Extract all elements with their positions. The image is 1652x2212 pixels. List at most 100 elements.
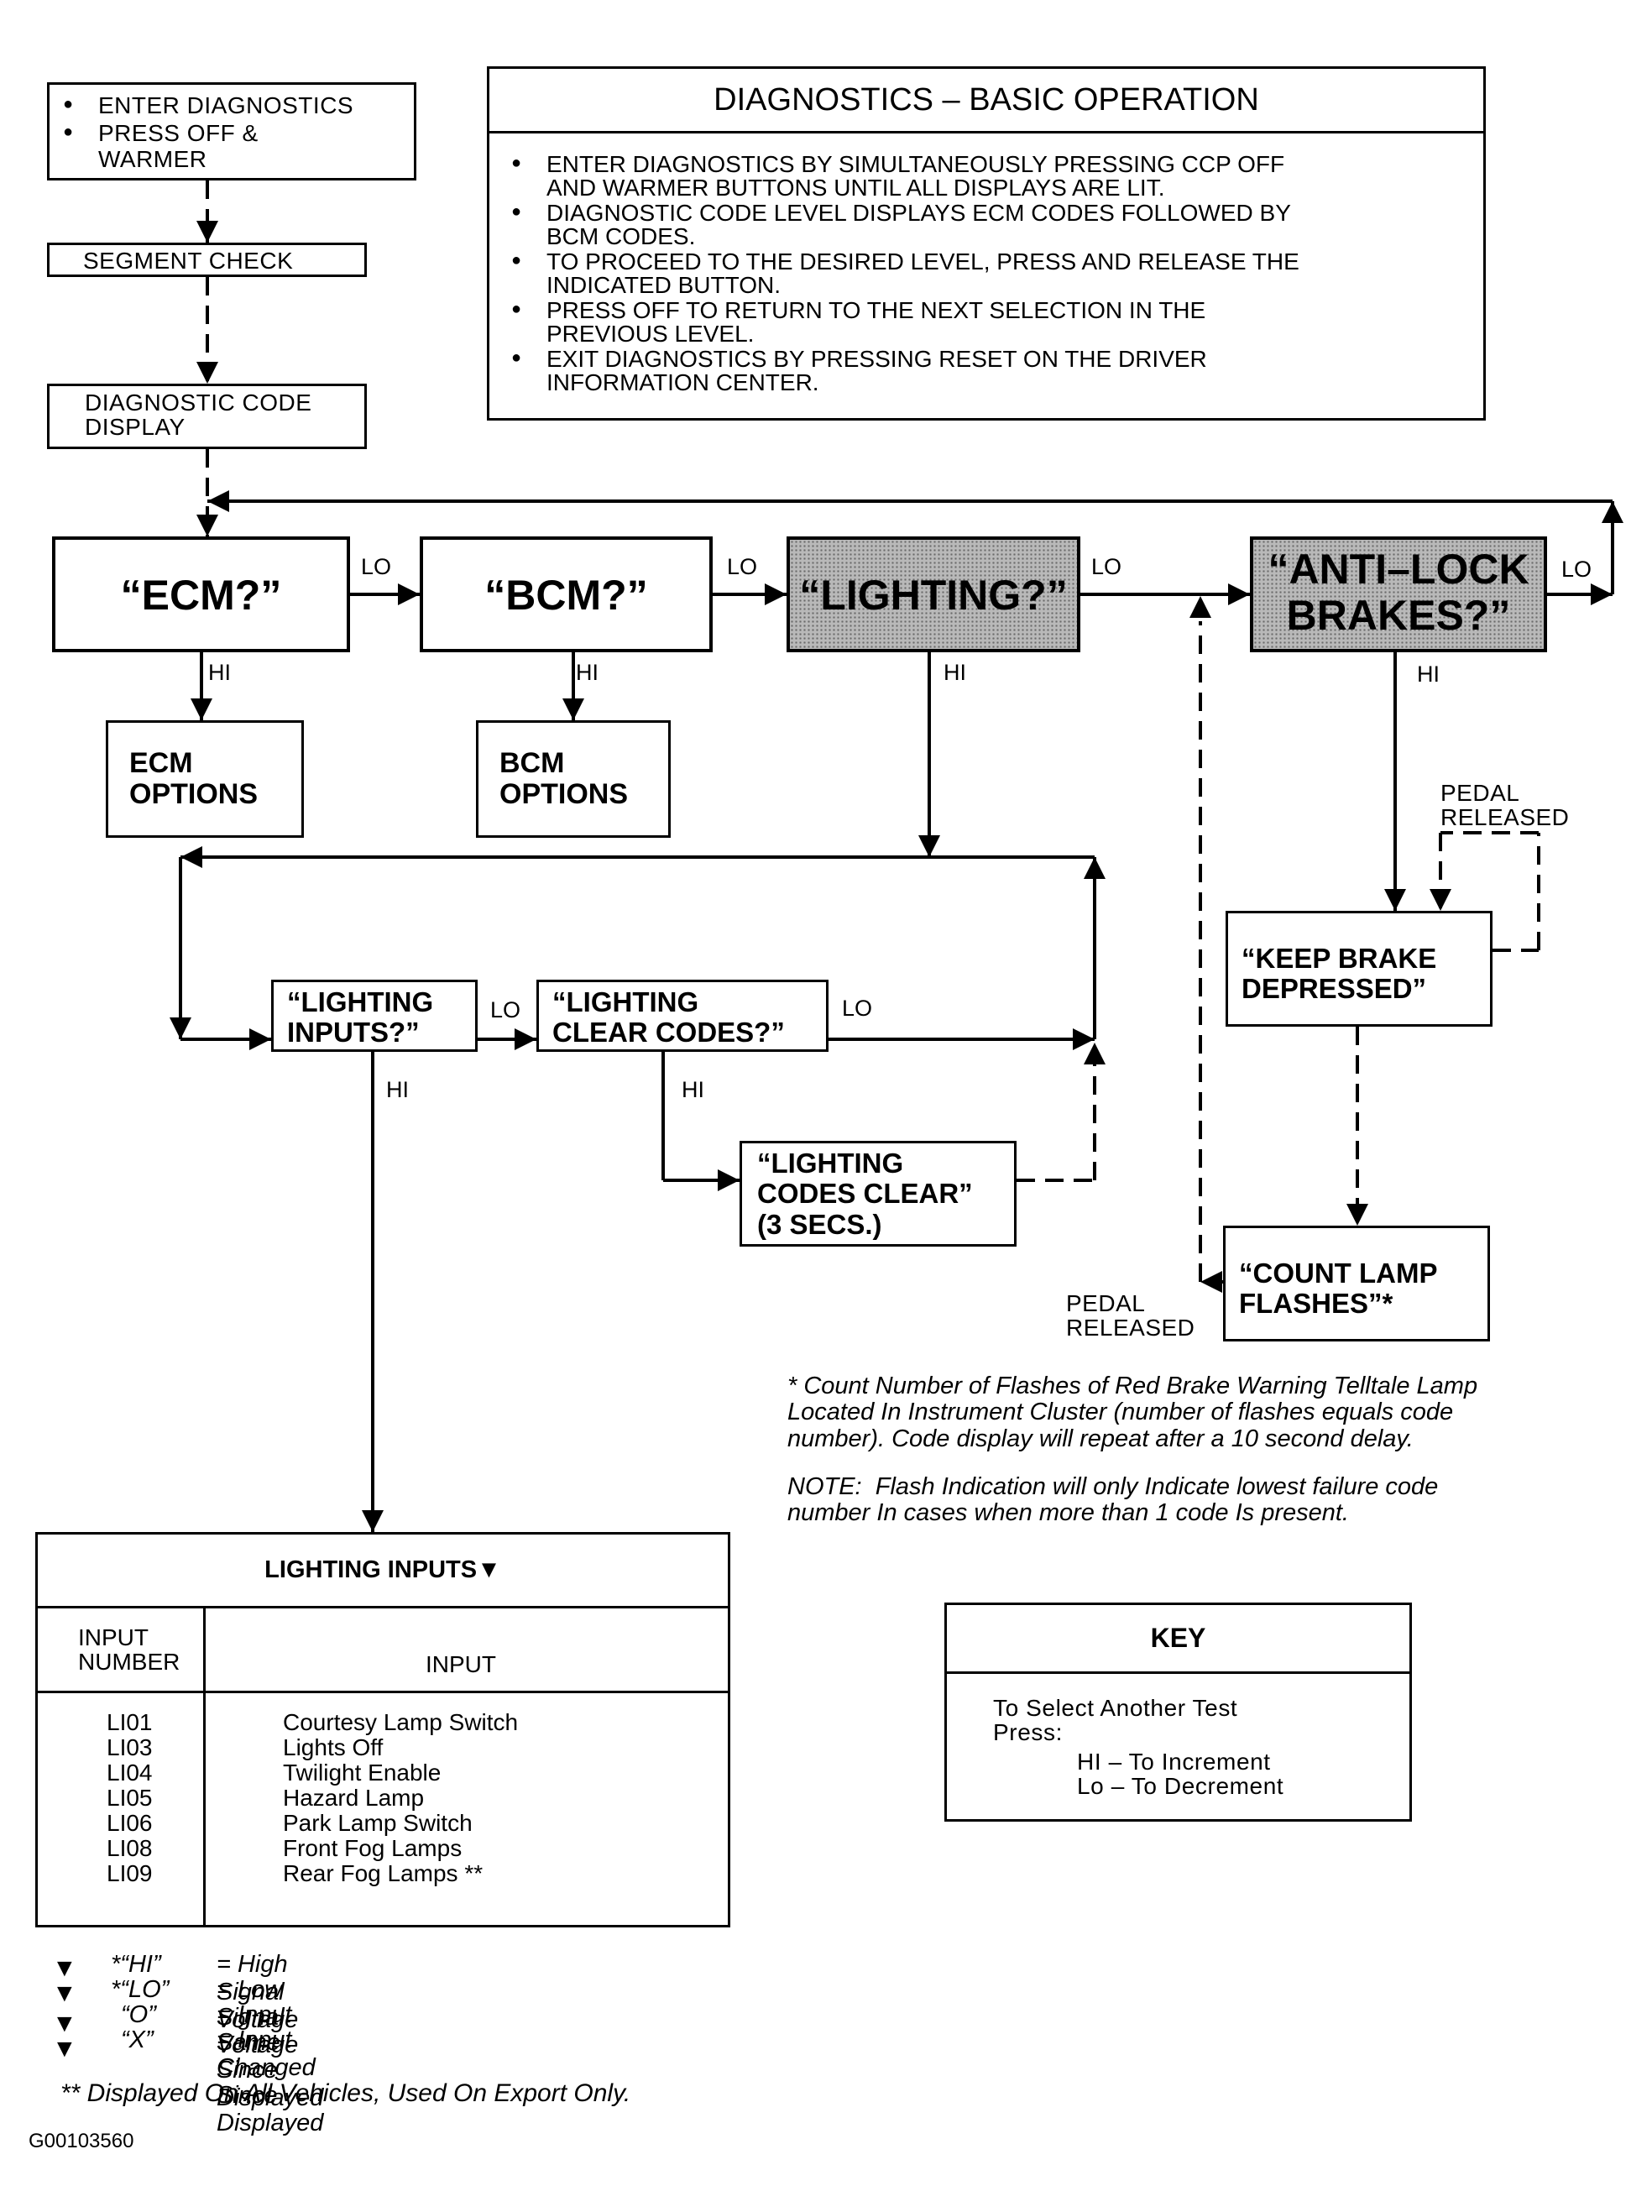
arrowhead-right-icon [249, 1028, 271, 1050]
lighting-inputs-table: LIGHTING INPUTS▼ INPUT NUMBER INPUT LI01… [35, 1532, 730, 1927]
pedal-released-label: PEDAL RELEASED [1066, 1290, 1195, 1341]
arrowhead-right-icon [1591, 583, 1613, 605]
triangle-down-icon: ▼ [52, 2010, 77, 2037]
arrowhead-down-icon [1430, 889, 1451, 911]
table-row: LI01 Courtesy Lamp Switch [38, 1709, 728, 1735]
input-number-cell: LI08 [107, 1835, 153, 1861]
lo-label: LO [1091, 554, 1122, 579]
input-number-cell: LI04 [107, 1760, 153, 1786]
diagnostic-code-display-box: DIAGNOSTIC CODE DISPLAY [47, 384, 367, 449]
triangle-down-icon: ▼ [52, 1979, 77, 2007]
start-item: PRESS OFF & WARMER [56, 120, 353, 173]
hi-label: HI [386, 1077, 409, 1102]
ecm-options-label: ECM OPTIONS [129, 747, 259, 811]
enter-diagnostics-box: ENTER DIAGNOSTICS PRESS OFF & WARMER [47, 82, 416, 180]
bcm-options-box[interactable]: BCM OPTIONS [476, 720, 671, 838]
ecm-menu-label: “ECM?” [120, 572, 282, 619]
arrowhead-down-icon [191, 698, 212, 720]
export-note: ** Displayed On All Vehicles, Used On Ex… [60, 2079, 631, 2107]
arrowhead-right-icon [765, 583, 787, 605]
keep-brake-depressed-label: “KEEP BRAKE DEPRESSED” [1242, 943, 1437, 1005]
lo-label: LO [490, 997, 521, 1022]
arrowhead-left-icon [1200, 1271, 1222, 1293]
legend-code: “O” [121, 2001, 156, 2028]
table-title: LIGHTING INPUTS▼ [38, 1535, 728, 1608]
lo-label: LO [361, 554, 392, 579]
input-name-cell: Hazard Lamp [283, 1785, 425, 1811]
hi-label: HI [944, 660, 966, 685]
lighting-codes-clear-box: “LIGHTING CODES CLEAR” (3 SECS.) [740, 1141, 1017, 1247]
lighting-codes-clear-label: “LIGHTING CODES CLEAR” (3 SECS.) [757, 1148, 973, 1240]
bcm-menu-box[interactable]: “BCM?” [420, 536, 713, 652]
lo-label: LO [842, 996, 873, 1021]
lo-label: LO [727, 554, 758, 579]
input-name-cell: Lights Off [283, 1734, 384, 1760]
arrowhead-down-icon [1384, 889, 1406, 911]
arrowhead-right-icon [718, 1169, 740, 1191]
arrowhead-up-icon [1602, 501, 1623, 523]
key-hi-lo-meaning: HI – To Increment Lo – To Decrement [1077, 1749, 1284, 1800]
basic-operation-panel: DIAGNOSTICS – BASIC OPERATION ENTER DIAG… [487, 66, 1486, 421]
arrowhead-left-icon [180, 846, 202, 868]
arrowhead-down-icon [562, 698, 584, 720]
diagnostic-code-display-label: DIAGNOSTIC CODE DISPLAY [85, 390, 312, 441]
key-title: KEY [947, 1605, 1409, 1674]
input-number-cell: LI09 [107, 1860, 153, 1886]
arrowhead-down-icon [196, 362, 218, 384]
table-row: LI05 Hazard Lamp [38, 1785, 728, 1811]
ecm-menu-box[interactable]: “ECM?” [52, 536, 350, 652]
arrowhead-right-icon [1228, 583, 1250, 605]
hi-label: HI [1417, 662, 1440, 687]
input-name-cell: Rear Fog Lamps ** [283, 1860, 484, 1886]
lo-label: LO [1561, 557, 1592, 582]
legend-meaning: = Input Changed Since Displayed [217, 2026, 324, 2136]
input-name-cell: Courtesy Lamp Switch [283, 1709, 519, 1735]
figure-id: G00103560 [29, 2130, 134, 2152]
lighting-inputs-label: “LIGHTING INPUTS?” [287, 986, 434, 1048]
arrowhead-up-icon [1084, 857, 1106, 879]
arrowhead-down-icon [196, 515, 218, 536]
legend-code: *“LO” [111, 1976, 170, 2003]
arrowhead-down-icon [1346, 1204, 1368, 1226]
count-lamp-flashes-label: “COUNT LAMP FLASHES”* [1239, 1258, 1438, 1320]
arrowhead-right-icon [1073, 1028, 1095, 1050]
table-row: LI08 Front Fog Lamps [38, 1835, 728, 1861]
start-item: ENTER DIAGNOSTICS [56, 92, 353, 119]
bcm-menu-label: “BCM?” [484, 572, 648, 619]
pedal-released-label: PEDAL RELEASED [1440, 780, 1570, 831]
basic-operation-item: ENTER DIAGNOSTICS BY SIMULTANEOUSLY PRES… [504, 153, 1299, 200]
arrowhead-up-icon [1189, 596, 1211, 618]
arrowhead-right-icon [515, 1028, 536, 1050]
arrowhead-down-icon [918, 835, 940, 857]
key-instruction: To Select Another Test Press: [993, 1695, 1238, 1746]
arrowhead-left-icon [207, 490, 229, 512]
legend-code: “X” [121, 2026, 154, 2053]
basic-operation-item: PRESS OFF TO RETURN TO THE NEXT SELECTIO… [504, 299, 1299, 346]
input-number-cell: LI05 [107, 1785, 153, 1811]
flash-indication-note: NOTE: Flash Indication will only Indicat… [787, 1473, 1439, 1527]
input-name-cell: Front Fog Lamps [283, 1835, 463, 1861]
lighting-menu-label: “LIGHTING?” [799, 572, 1068, 619]
anti-lock-brakes-menu-box[interactable]: “ANTI–LOCK BRAKES?” [1250, 536, 1547, 652]
table-header-divider [38, 1691, 728, 1693]
triangle-down-icon: ▼ [52, 1954, 77, 1982]
ecm-options-box[interactable]: ECM OPTIONS [106, 720, 304, 838]
keep-brake-depressed-box: “KEEP BRAKE DEPRESSED” [1226, 911, 1493, 1027]
lighting-clear-codes-box[interactable]: “LIGHTING CLEAR CODES?” [536, 980, 829, 1052]
arrowhead-down-icon [170, 1017, 191, 1039]
triangle-down-icon: ▼ [52, 2035, 77, 2063]
lighting-clear-codes-label: “LIGHTING CLEAR CODES?” [552, 986, 785, 1048]
table-row: LI09 Rear Fog Lamps ** [38, 1860, 728, 1886]
segment-check-box: SEGMENT CHECK [47, 243, 367, 277]
segment-check-label: SEGMENT CHECK [83, 248, 294, 274]
input-number-cell: LI01 [107, 1709, 153, 1735]
arrowhead-down-icon [362, 1510, 384, 1532]
basic-operation-item: DIAGNOSTIC CODE LEVEL DISPLAYS ECM CODES… [504, 201, 1299, 248]
column-header-input: INPUT [426, 1651, 496, 1677]
lighting-inputs-box[interactable]: “LIGHTING INPUTS?” [271, 980, 478, 1052]
lighting-menu-box[interactable]: “LIGHTING?” [787, 536, 1080, 652]
